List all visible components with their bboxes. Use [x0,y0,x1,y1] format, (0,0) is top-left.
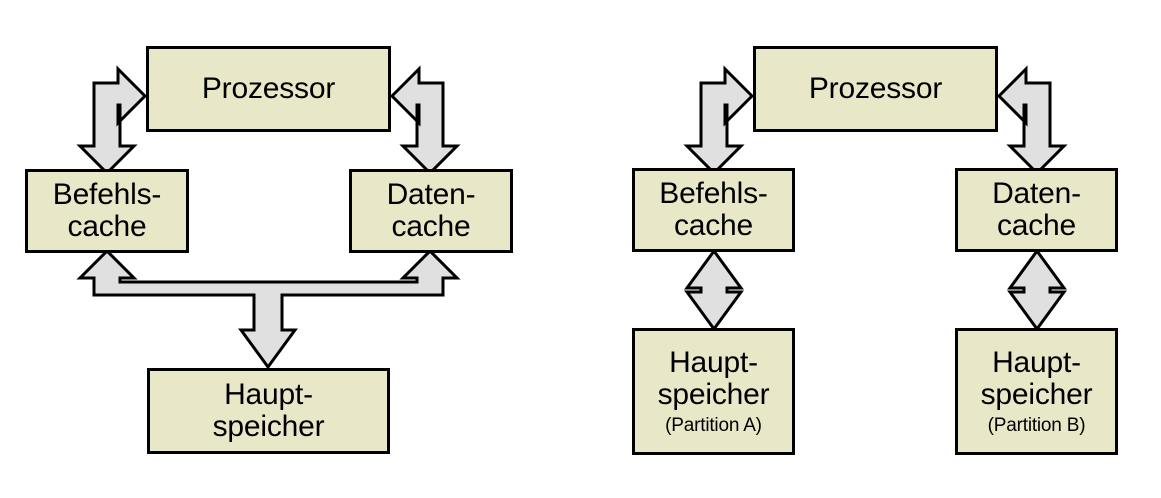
left-instruction-cache-label: Befehls- cache [52,177,162,243]
right-processor-label: Prozessor [808,71,943,105]
left-main-memory-box[interactable]: Haupt- speicher [147,368,390,454]
right-instruction-cache-box[interactable]: Befehls- cache [632,168,795,252]
right-main-memory-partition-a-sublabel: (Partition A) [665,414,762,436]
arrow-instruction-cache-to-memory-a [684,248,744,332]
right-main-memory-partition-b-box[interactable]: Haupt- speicher (Partition B) [955,328,1118,455]
right-processor-box[interactable]: Prozessor [753,46,998,132]
arrow-processor-to-instruction-cache-left [76,65,148,176]
left-processor-label: Prozessor [201,71,336,105]
arrow-memory-bus-left [76,248,461,370]
left-data-cache-box[interactable]: Daten- cache [349,169,513,253]
right-instruction-cache-label: Befehls- cache [659,176,768,242]
arrow-processor-to-data-cache-right [996,65,1068,176]
right-data-cache-box[interactable]: Daten- cache [955,168,1118,252]
right-main-memory-partition-b-sublabel: (Partition B) [987,414,1086,436]
arrow-data-cache-to-memory-b [1007,248,1067,332]
arrow-processor-to-instruction-cache-right [683,65,755,176]
left-data-cache-label: Daten- cache [386,177,476,243]
right-main-memory-partition-b-label: Haupt- speicher [980,345,1093,412]
right-main-memory-partition-a-label: Haupt- speicher [657,345,770,412]
arrow-processor-to-data-cache-left [389,65,461,176]
left-instruction-cache-box[interactable]: Befehls- cache [25,169,189,253]
left-processor-box[interactable]: Prozessor [146,46,391,132]
right-data-cache-label: Daten- cache [992,176,1081,242]
right-main-memory-partition-a-box[interactable]: Haupt- speicher (Partition A) [632,328,795,455]
left-main-memory-label: Haupt- speicher [212,377,325,443]
